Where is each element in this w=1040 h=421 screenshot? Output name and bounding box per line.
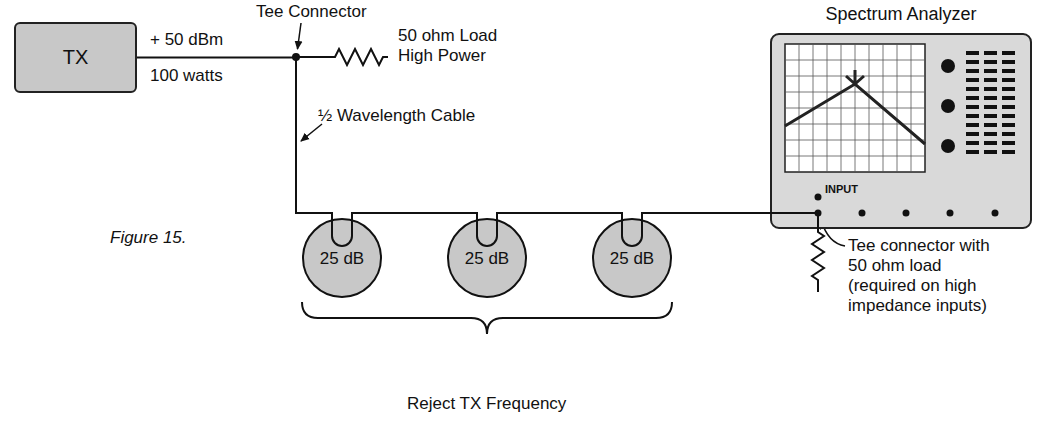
attenuator-circle [303,219,381,297]
control-key [966,105,979,109]
grid-line [785,140,925,141]
control-key [1002,150,1015,154]
panel-jack [947,210,954,217]
attenuation-value: 25 dB [447,249,527,269]
panel-jack [859,210,866,217]
control-key [966,96,979,100]
grid-line [785,60,925,61]
control-key [984,96,997,100]
tee-stub [817,213,819,230]
control-key [1002,87,1015,91]
analyzer-screen [785,44,925,172]
attenuator-node: 25 dB [447,218,527,298]
coax-cable [352,213,477,220]
cable-end [770,212,818,214]
control-key [1002,141,1015,145]
control-key [966,114,979,118]
attenuation-value: 25 dB [592,249,672,269]
control-key [966,123,979,127]
leader-line [301,124,322,141]
control-key [966,150,979,154]
cable-label: ½ Wavelength Cable [318,106,475,126]
coax-cable [497,213,622,220]
control-key [1002,96,1015,100]
panel-jack [992,210,999,217]
spectrum-peak [846,70,864,84]
group-label: Reject TX Frequency [407,394,566,414]
control-key [966,60,979,64]
control-key [1002,114,1015,118]
control-key [1002,132,1015,136]
part-name: Tee Connector [256,2,367,22]
input-jack [815,194,822,201]
control-key [1002,123,1015,127]
spectrum-trace [785,84,925,144]
transmitter-box: TX [14,22,137,93]
part-name: 50 ohm Load High Power [398,26,518,66]
control-key [966,141,979,145]
port-label: INPUT [825,183,858,195]
control-key [966,78,979,82]
control-key [966,69,979,73]
load-resistor-symbol [296,49,388,65]
callout-note: Tee connector with 50 ohm load (required… [848,236,998,316]
control-key [984,60,997,64]
attenuator-circle [593,219,671,297]
group-brace [302,302,672,334]
control-key [1002,69,1015,73]
analyzer-housing [771,34,1031,228]
control-key [984,69,997,73]
power-watts: 100 watts [150,66,223,86]
control-key [984,51,997,55]
grid-line [785,108,925,109]
transmitter-label: TX [63,46,89,69]
control-key [984,150,997,154]
attenuation-value: 25 dB [302,249,382,269]
attenuator-circle [448,219,526,297]
figure-number: Figure 15. [110,228,187,248]
power-level: + 50 dBm [150,30,223,50]
analyzer-drawing [770,4,1032,230]
control-key [984,141,997,145]
cable-loop [622,220,642,246]
control-key [1002,60,1015,64]
leader-line [298,23,302,49]
grid-line [785,92,925,93]
control-knob [941,99,955,113]
panel-jack [903,210,910,217]
control-key [984,78,997,82]
control-key [984,132,997,136]
control-key [984,87,997,91]
control-key [984,123,997,127]
control-key [984,105,997,109]
spectrum-analyzer: Spectrum AnalyzerINPUT [770,4,1032,230]
instrument-heading: Spectrum Analyzer [770,4,1032,25]
control-key [984,114,997,118]
grid-line [785,156,925,157]
control-key [966,132,979,136]
control-knob [941,139,955,153]
terminator-resistor-symbol [812,228,824,292]
cable-loop [477,220,497,246]
control-key [1002,78,1015,82]
control-key [1002,105,1015,109]
control-key [1002,51,1015,55]
cable-loop [332,220,352,246]
coax-cable [642,213,771,220]
control-key [966,87,979,91]
control-key [966,51,979,55]
attenuator-node: 25 dB [302,218,382,298]
coax-cable [137,58,332,221]
control-knob [941,59,955,73]
attenuator-node: 25 dB [592,218,672,298]
